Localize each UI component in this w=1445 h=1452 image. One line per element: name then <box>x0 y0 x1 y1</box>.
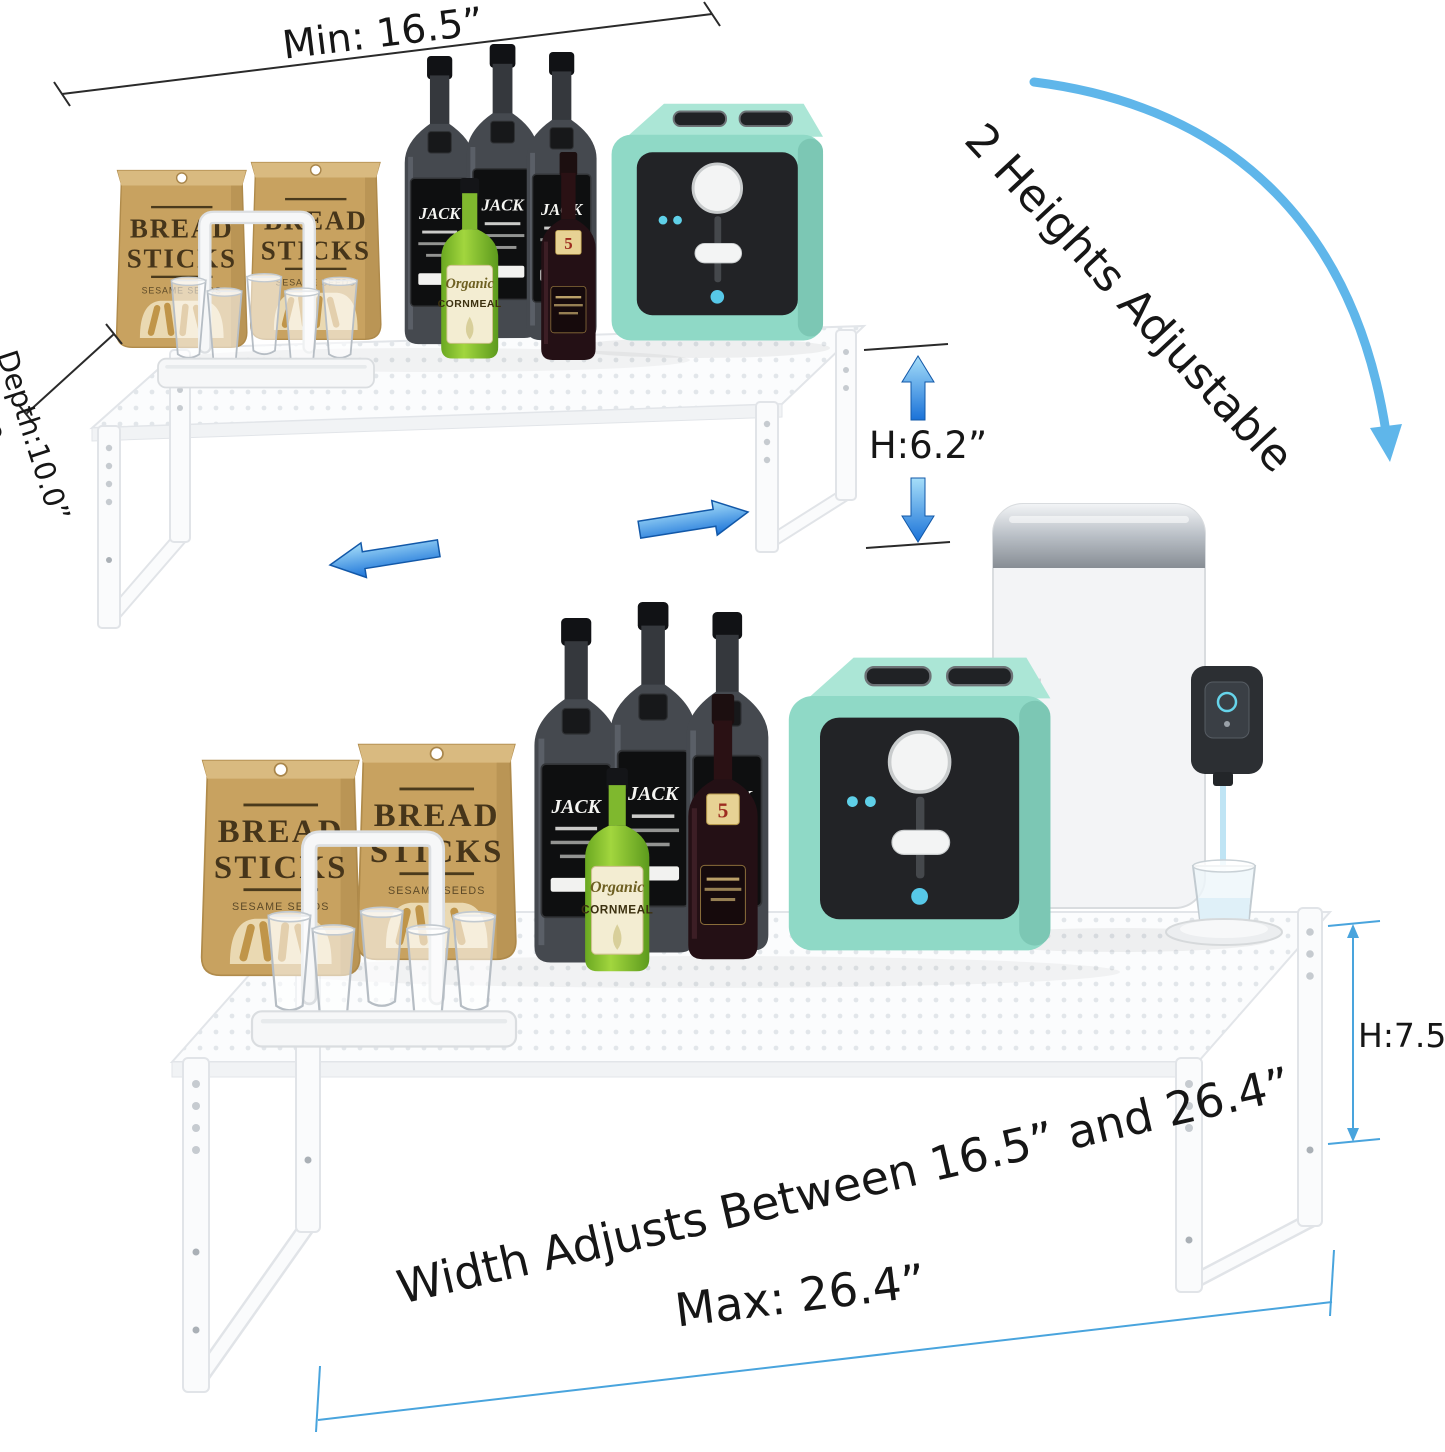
expand-left-arrow <box>328 539 441 579</box>
large-shelf-scene <box>169 502 1333 1393</box>
small-shelf-scene <box>89 44 867 629</box>
height-large-dimension <box>1327 920 1381 1145</box>
large-shelf-front-edge <box>171 1061 1199 1078</box>
small-shelf-front-edge <box>91 403 783 442</box>
toaster <box>786 655 1053 953</box>
depth-dimension-line <box>17 323 123 425</box>
expand-right-arrow <box>637 499 750 539</box>
large-shelf-legs <box>182 907 1323 1393</box>
curved-adjust-arrow <box>1029 77 1402 462</box>
height-small-dimension <box>863 343 951 549</box>
height-adjust-up-arrow <box>901 355 935 421</box>
height-large-label: H:7.5” <box>1358 1016 1445 1055</box>
max-width-dimension-line <box>315 1249 1335 1433</box>
height-adjust-down-arrow <box>901 477 935 543</box>
min-width-dimension-line <box>53 1 721 107</box>
toaster <box>610 102 825 342</box>
height-small-label: H:6.2” <box>868 424 988 467</box>
